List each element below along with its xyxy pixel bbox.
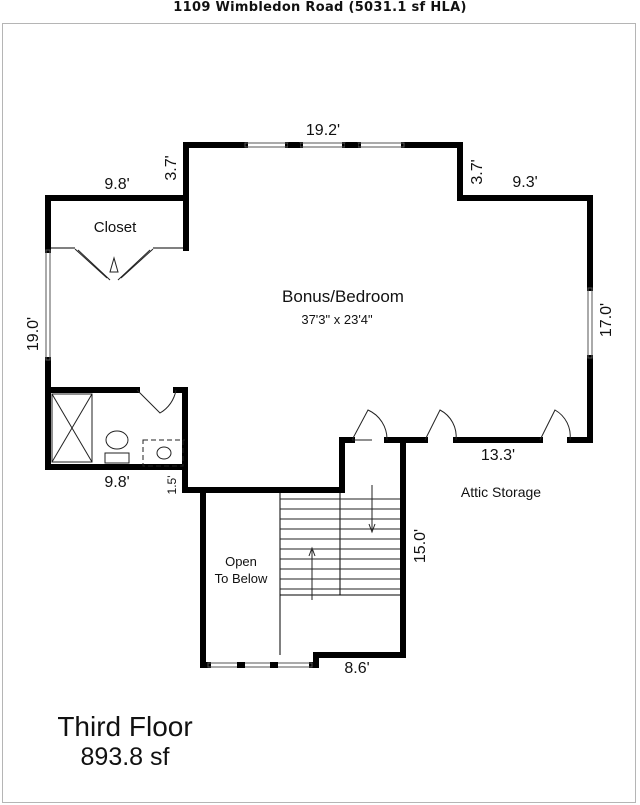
dim-attic-width: 13.3' (481, 447, 515, 464)
dim-top-center: 19.2' (306, 122, 340, 139)
dim-bottom-stair: 8.6' (344, 660, 369, 677)
window-mullions (237, 143, 358, 668)
thin-wall-lines (50, 247, 400, 655)
stairs (280, 485, 400, 600)
dim-top-right-wall: 9.3' (512, 174, 537, 191)
open-below-line1: Open (225, 554, 257, 569)
dim-top-left-wall: 9.8' (104, 176, 129, 193)
dim-step-left: 3.7' (163, 155, 180, 180)
dim-left-height: 19.0' (25, 317, 42, 351)
floor-name: Third Floor (57, 711, 193, 742)
closet-label: Closet (94, 219, 137, 236)
closet-doors (74, 248, 154, 281)
dim-step-right: 3.7' (469, 159, 486, 184)
open-below-line2: To Below (215, 571, 268, 586)
drawing-frame (2, 23, 636, 803)
dim-stair-height: 15.0' (412, 529, 429, 563)
attic-storage-label: Attic Storage (461, 484, 541, 500)
dim-bottom-left: 9.8' (104, 474, 129, 491)
room-labels: Closet Bonus/Bedroom 37'3" x 23'4" Attic… (94, 219, 542, 586)
bathroom-fixtures (51, 393, 185, 467)
dim-right-height: 17.0' (598, 303, 615, 337)
dimension-labels: 19.2' 9.8' 3.7' 3.7' 9.3' 19.0' 17.0' 9.… (25, 122, 615, 677)
floor-title-block: Third Floor 893.8 sf (40, 712, 210, 772)
bonus-room-size: 37'3" x 23'4" (301, 312, 373, 327)
door-swings (136, 389, 571, 441)
dim-small-left: 1.5' (165, 476, 179, 495)
page-header: 1109 Wimbledon Road (5031.1 sf HLA) (173, 0, 467, 15)
bonus-room-label: Bonus/Bedroom (282, 287, 404, 306)
floor-area: 893.8 sf (80, 743, 170, 771)
